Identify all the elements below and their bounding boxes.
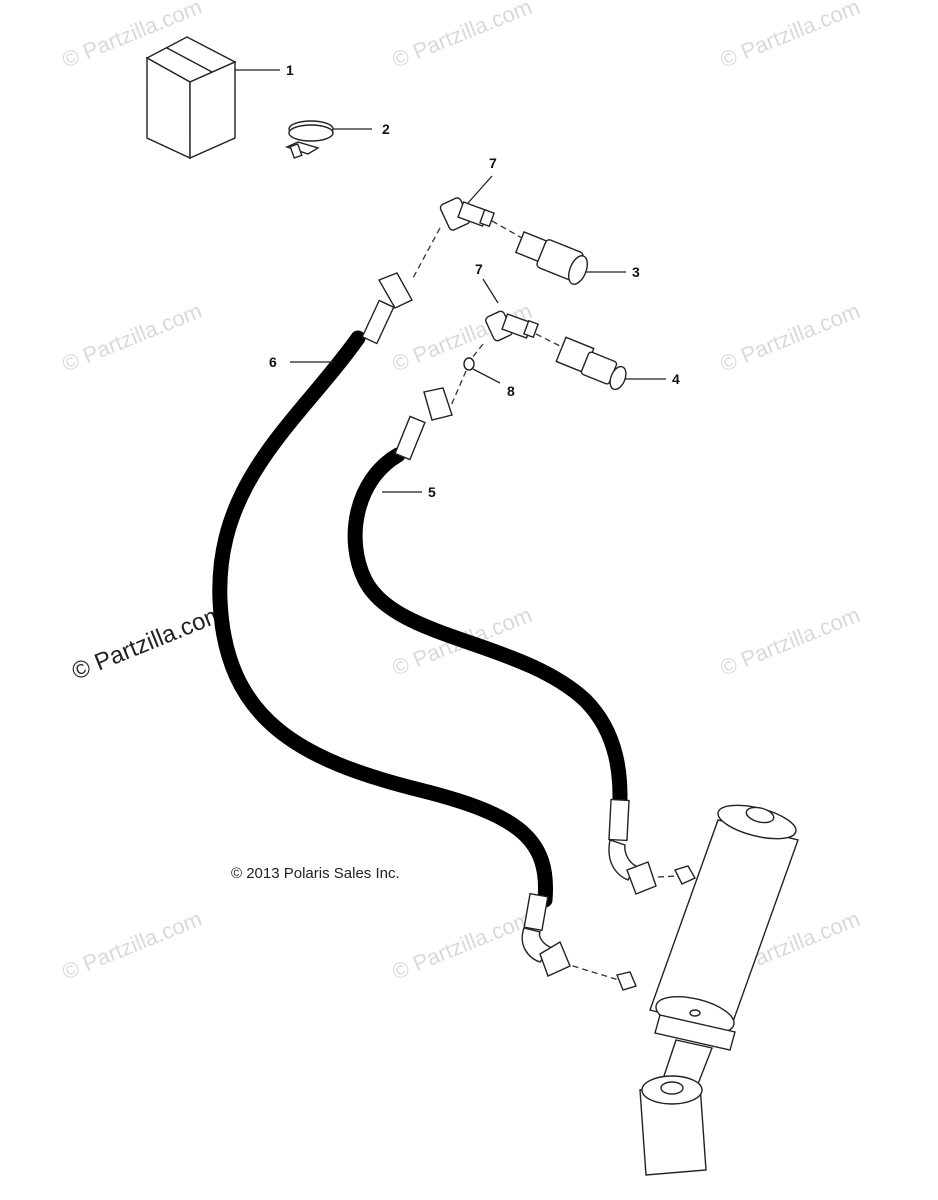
part-2-clamp: [285, 120, 334, 159]
callout-3: 3: [632, 264, 640, 280]
callout-1: 1: [286, 62, 294, 78]
callout-numbers: 1 2 3 4 5 6 7 7 8: [269, 62, 680, 500]
part-3-coupler: [514, 231, 589, 285]
hydraulic-cylinder: [616, 804, 799, 1176]
part-7-elbow-lower: [485, 310, 539, 342]
part-7-elbow-upper: [439, 197, 495, 231]
part-8-oring: [463, 357, 475, 371]
callout-7-upper: 7: [489, 155, 497, 171]
watermark-10: © Partzilla.com: [389, 906, 536, 985]
part-4-coupler: [555, 336, 627, 391]
callout-8: 8: [507, 383, 515, 399]
watermark-3: © Partzilla.com: [717, 0, 864, 73]
watermark-9: © Partzilla.com: [59, 906, 206, 985]
callout-2: 2: [382, 121, 390, 137]
connection-lines: [412, 220, 679, 982]
part-1-box: [145, 36, 237, 160]
copyright-text: © 2013 Polaris Sales Inc.: [231, 865, 400, 882]
watermark-large: © Partzilla.com: [68, 600, 228, 686]
callout-5: 5: [428, 484, 436, 500]
callout-4: 4: [672, 371, 680, 387]
callout-6: 6: [269, 354, 277, 370]
callout-7-lower: 7: [475, 261, 483, 277]
hose-6: [212, 272, 571, 977]
hose-5: [347, 387, 657, 895]
watermark-5: © Partzilla.com: [389, 298, 536, 377]
watermark-6: © Partzilla.com: [717, 298, 864, 377]
watermark-8: © Partzilla.com: [717, 602, 864, 681]
watermark-4: © Partzilla.com: [59, 298, 206, 377]
leader-lines: [235, 69, 666, 493]
watermark-2: © Partzilla.com: [389, 0, 536, 73]
